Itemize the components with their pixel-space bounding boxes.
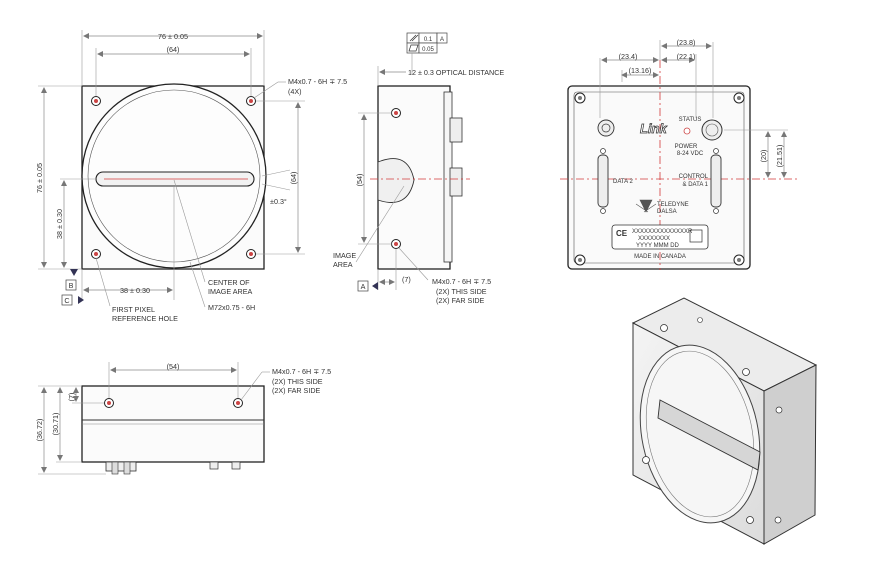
bottom-hole-note-1: M4x0.7 - 6H ∓ 7.5 xyxy=(272,367,331,376)
data2-label: DATA 2 xyxy=(613,179,633,185)
bottom-view: (54) M4x0.7 - 6H ∓ 7.5 (2X) THIS SIDE (2… xyxy=(35,362,331,475)
back-dim-23-4: (23.4) xyxy=(619,52,638,61)
pixel-note-1: FIRST PIXEL xyxy=(112,305,155,314)
front-hole-note-2: (4X) xyxy=(288,87,302,96)
front-height-dim: 76 ± 0.05 xyxy=(35,163,44,193)
front-half-width-dim: 38 ± 0.30 xyxy=(120,286,150,295)
control-label-2: & DATA 1 xyxy=(683,182,709,188)
power-label-2: 8-24 VDC xyxy=(677,151,704,157)
side-hole-note-3: (2X) FAR SIDE xyxy=(436,296,485,305)
datum-a-label: A xyxy=(361,282,366,291)
label-line-2: XXXXXXXX xyxy=(638,236,670,242)
status-label: STATUS xyxy=(679,117,702,123)
bottom-hole-note-3: (2X) FAR SIDE xyxy=(272,386,321,395)
link-logo: Link xyxy=(640,121,667,136)
control-connector-icon xyxy=(710,154,722,208)
control-label-1: CONTROL xyxy=(679,174,709,180)
side-hole-note-2: (2X) THIS SIDE xyxy=(436,287,487,296)
made-in-label: MADE IN CANADA xyxy=(634,254,686,260)
side-lens-bump xyxy=(377,158,415,203)
image-area-1: IMAGE xyxy=(333,251,356,260)
side-connector-2 xyxy=(449,167,463,197)
brand-line-2: DALSA xyxy=(657,209,677,215)
mount-note: M72x0.75 - 6H xyxy=(208,303,255,312)
svg-text:A: A xyxy=(440,37,444,43)
optical-distance-dim: 12 ± 0.3 OPTICAL DISTANCE xyxy=(408,68,504,77)
front-half-height-dim: 38 ± 0.30 xyxy=(55,209,64,239)
product-label xyxy=(611,224,709,250)
back-dim-21-51: (21.51) xyxy=(775,145,784,168)
power-connector-icon xyxy=(701,119,723,141)
front-width-dim: 76 ± 0.05 xyxy=(158,32,188,41)
power-label-1: POWER xyxy=(675,144,698,150)
front-inner-width-dim: (64) xyxy=(167,45,180,54)
brand-line-1: TELEDYNE xyxy=(657,202,689,208)
front-mount-holes xyxy=(91,96,256,259)
side-vert-dim: (54) xyxy=(355,174,364,187)
ce-mark: CE xyxy=(616,229,628,238)
bottom-hole-note-2: (2X) THIS SIDE xyxy=(272,377,323,386)
datum-c-label: C xyxy=(64,296,69,305)
image-area-2: AREA xyxy=(333,260,353,269)
center-note-2: IMAGE AREA xyxy=(208,287,253,296)
data2-connector-icon xyxy=(597,154,609,208)
isometric-view xyxy=(631,297,818,545)
tolerance-frame: 0.1 A 0.05 xyxy=(406,32,448,54)
back-dim-20: (20) xyxy=(759,150,768,163)
front-angle-tol: ±0.3° xyxy=(270,197,287,206)
label-line-3: YYYY MMM DD xyxy=(636,243,680,249)
datum-b-label: B xyxy=(69,281,74,290)
front-vert-hole-dim: (64) xyxy=(289,172,298,185)
bottom-hole-dim: (54) xyxy=(167,362,180,371)
side-hole-note-1: M4x0.7 - 6H ∓ 7.5 xyxy=(432,277,491,286)
svg-text:0.1: 0.1 xyxy=(424,37,433,43)
back-dim-22-1: (22.1) xyxy=(677,52,696,61)
back-view: (23.8) (23.4) (22.1) (13.16) (20) (21.51… xyxy=(560,38,800,270)
bottom-dim-7: (7) xyxy=(67,393,76,402)
back-dim-13-16: (13.16) xyxy=(629,66,652,75)
side-connector-1 xyxy=(449,117,463,143)
front-hole-note-1: M4x0.7 - 6H ∓ 7.5 xyxy=(288,77,347,86)
pixel-note-2: REFERENCE HOLE xyxy=(112,314,178,323)
label-line-1: XXXXXXXXXXXXXXR xyxy=(632,229,693,235)
iso-sensor-slot xyxy=(657,399,761,471)
camlink-logo-icon xyxy=(597,119,615,137)
svg-text:0.05: 0.05 xyxy=(422,47,434,53)
side-view: 0.1 A 0.05 12 ± 0.3 OPTICAL DISTANCE (54… xyxy=(333,32,504,305)
bottom-dim-30-71: (30.71) xyxy=(51,413,60,436)
back-dim-23-8: (23.8) xyxy=(677,38,696,47)
teledyne-logo-icon xyxy=(635,199,657,213)
bottom-connector xyxy=(105,461,137,472)
bottom-dim-36-72: (36.72) xyxy=(35,419,44,442)
center-note-1: CENTER OF xyxy=(208,278,250,287)
front-view: 76 ± 0.05 (64) 76 ± 0.05 38 ± 0.30 B 38 … xyxy=(35,30,347,323)
status-led-icon xyxy=(683,127,691,135)
side-offset-dim: (7) xyxy=(402,275,411,284)
